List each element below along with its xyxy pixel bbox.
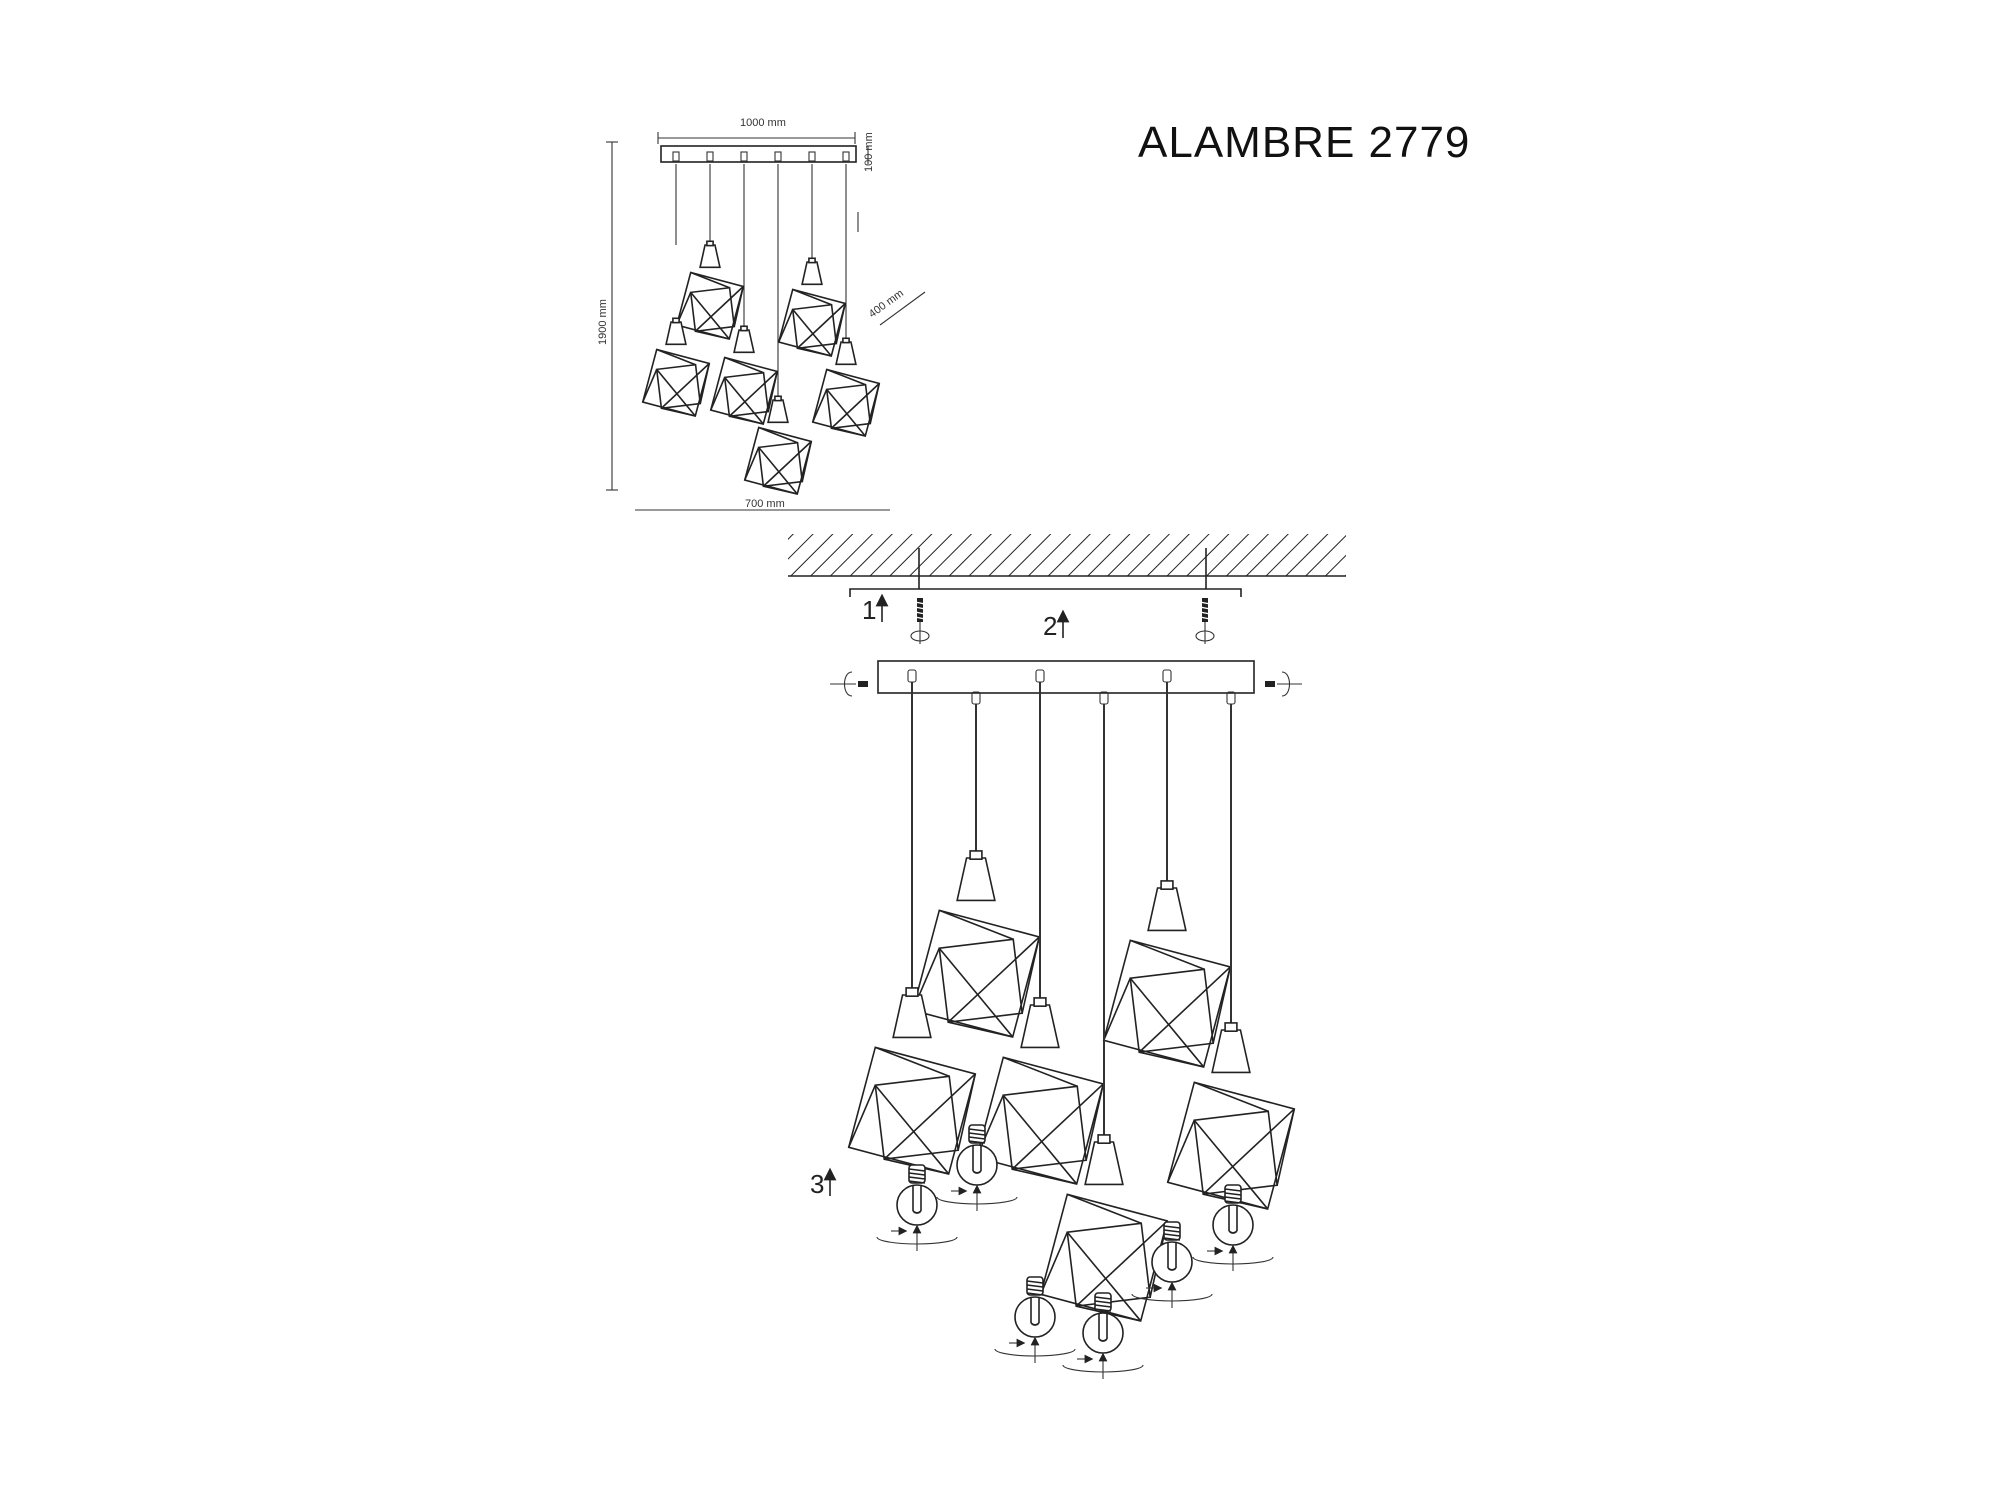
bulb-4-icon	[1131, 1221, 1213, 1308]
overview-hook	[774, 151, 782, 162]
overview-hook	[808, 151, 816, 162]
overview-hook	[740, 151, 748, 162]
overview-cube-2	[777, 257, 847, 357]
canopy-hook	[907, 669, 917, 683]
overview-canopy	[660, 145, 857, 163]
overview-hook	[706, 151, 714, 162]
overview-drawing: 1000 mm 100 mm 1900 mm 700 mm 400 mm	[597, 117, 926, 511]
bulbs	[876, 1124, 1274, 1379]
mounting-bracket	[849, 588, 1242, 597]
step-3-label: 3	[810, 1169, 824, 1199]
end-screw-left-icon	[830, 671, 868, 697]
canopy-plate	[877, 660, 1255, 694]
end-screw-right-icon	[1265, 671, 1302, 697]
overview-hook	[672, 151, 680, 162]
canopy-hook	[1162, 669, 1172, 683]
dim-diag-label: 400 mm	[867, 287, 906, 320]
pendant-cube-2	[847, 987, 977, 1175]
overview-cube-5	[811, 337, 881, 437]
dim-height-label: 100 mm	[863, 132, 875, 172]
product-title: ALAMBRE 2779	[1138, 118, 1471, 167]
bulb-2-icon	[936, 1124, 1018, 1211]
pendant-cube-1	[911, 850, 1041, 1038]
bulb-3-icon	[1192, 1184, 1274, 1271]
screw-left-icon	[910, 598, 930, 644]
bulb-6-icon	[1062, 1292, 1144, 1379]
step-1-label: 1	[862, 595, 876, 625]
overview-cube-6	[743, 395, 813, 495]
dim-side-label: 1900 mm	[597, 299, 609, 345]
pendant-cube-3	[1102, 880, 1232, 1068]
screw-right-icon	[1195, 598, 1215, 644]
overview-pendants	[641, 151, 881, 495]
overview-hook	[842, 151, 850, 162]
bulb-5-icon	[994, 1276, 1076, 1363]
dim-top-label: 1000 mm	[740, 117, 786, 129]
ceiling	[788, 534, 1346, 576]
dim-bottom-label: 700 mm	[745, 498, 785, 510]
overview-cube-1	[675, 240, 745, 340]
pendant-cube-4	[975, 997, 1105, 1185]
main-pendants	[847, 669, 1296, 1322]
overview-cube-4	[709, 325, 779, 425]
bulb-1-icon	[876, 1164, 958, 1251]
pendant-cube-5	[1166, 1022, 1296, 1210]
step-2-label: 2	[1043, 611, 1057, 641]
canopy-hook	[1035, 669, 1045, 683]
overview-cube-3	[641, 317, 711, 417]
main-drawing: 1 2 3	[788, 534, 1346, 1199]
